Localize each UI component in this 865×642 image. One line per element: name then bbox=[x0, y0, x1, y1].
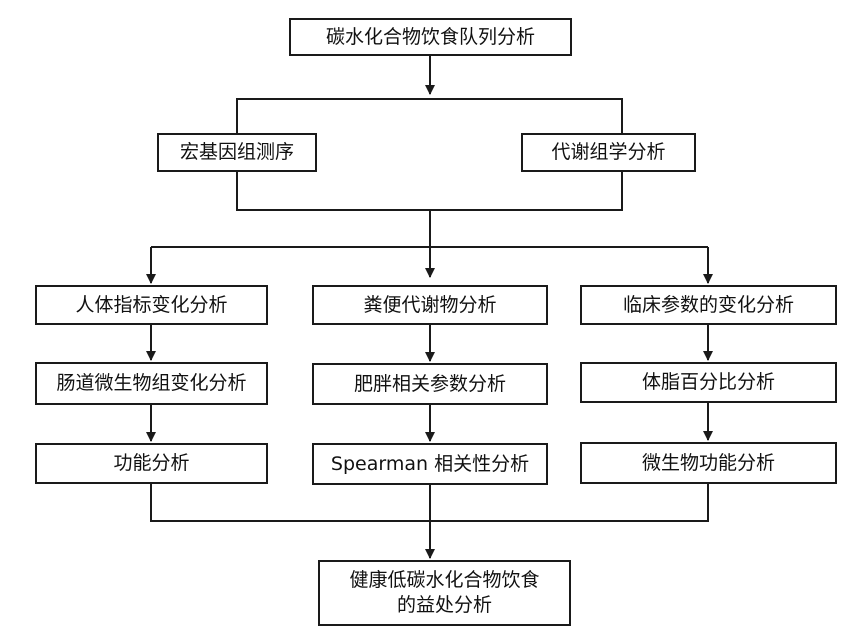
node-clinical-param-analysis: 临床参数的变化分析 bbox=[580, 285, 837, 325]
node-fecal-metabolite-analysis: 粪便代谢物分析 bbox=[312, 285, 548, 325]
node-gut-microbiome-analysis: 肠道微生物组变化分析 bbox=[35, 362, 268, 405]
node-obesity-param-analysis: 肥胖相关参数分析 bbox=[312, 363, 548, 405]
node-metabolomics-analysis: 代谢组学分析 bbox=[521, 133, 696, 172]
node-function-analysis: 功能分析 bbox=[35, 443, 268, 484]
node-healthy-low-carb-benefit: 健康低碳水化合物饮食的益处分析 bbox=[318, 560, 571, 626]
bracket-lower bbox=[236, 172, 623, 211]
node-microbe-function-analysis: 微生物功能分析 bbox=[580, 442, 837, 484]
node-body-fat-analysis: 体脂百分比分析 bbox=[580, 362, 837, 403]
node-human-index-analysis: 人体指标变化分析 bbox=[35, 285, 268, 325]
bracket-upper bbox=[236, 98, 623, 133]
node-spearman-analysis: Spearman 相关性分析 bbox=[312, 443, 548, 485]
node-carb-diet-cohort: 碳水化合物饮食队列分析 bbox=[289, 18, 572, 56]
node-metagenome-sequencing: 宏基因组测序 bbox=[157, 133, 317, 172]
